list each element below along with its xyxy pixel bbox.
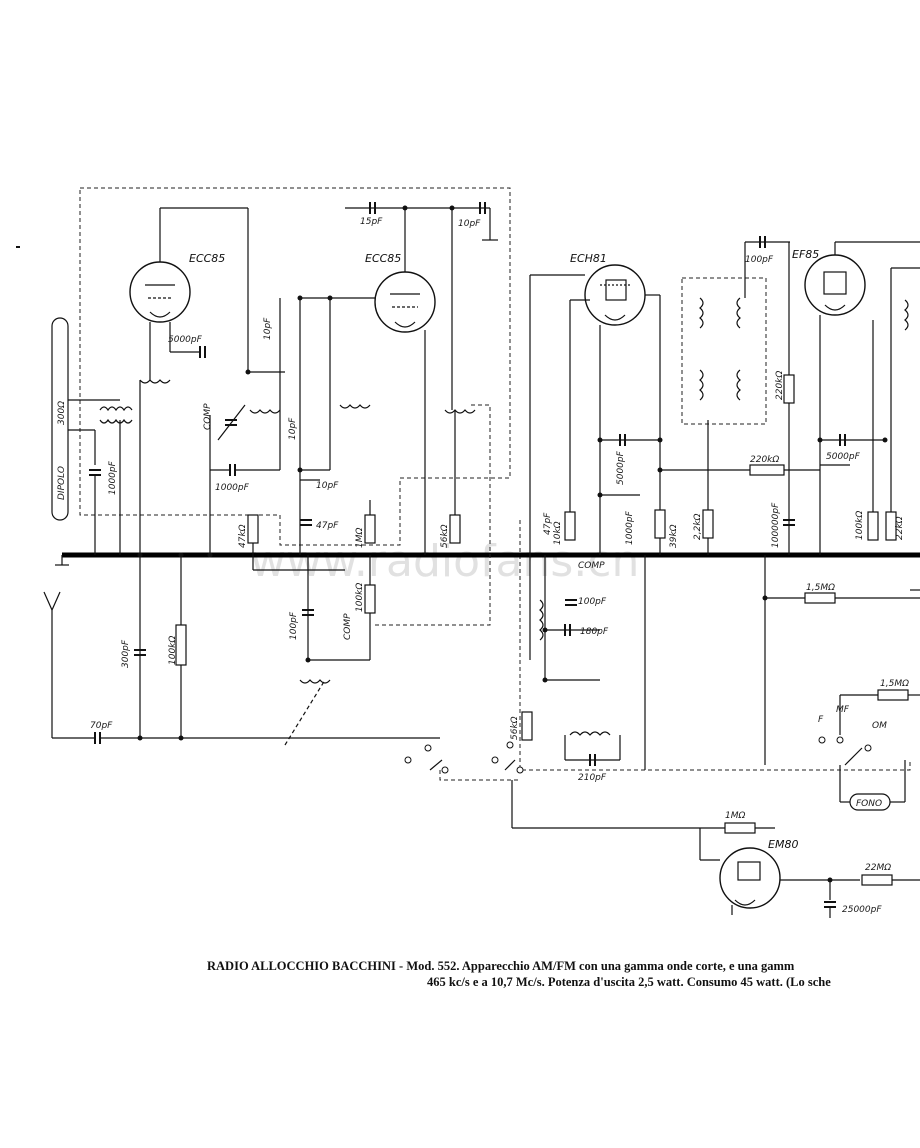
shield-outlines [79,187,911,781]
dipole-input [51,317,133,555]
junction-dots [137,205,888,883]
dipolo-label: DIPOLO [57,466,67,500]
c1000a-label: 1000pF [108,460,118,495]
r220ka-label: 220kΩ [775,371,785,400]
tube1-label: ECC85 [189,252,225,265]
comp2-label: COMP [343,613,353,640]
c180-label: 180pF [580,627,609,637]
c210-label: 210pF [578,773,607,783]
oscillator-section [521,555,646,770]
c10a-label: 10pF [263,317,273,340]
resistors-bus-row [247,409,476,571]
r100ka-label: 100kΩ [355,583,365,612]
c1000b-label: 1000pF [215,483,250,493]
swmf-label: MF [836,705,850,715]
c5000c-label: 5000pF [826,452,861,462]
c5000b-label: 5000pF [616,450,626,485]
c100c-label: 100pF [745,255,774,265]
r15ma-label: 1,5MΩ [806,583,835,593]
c10c-label: 10pF [316,481,339,491]
tube2-label: ECC85 [365,252,401,265]
r220kb-label: 220kΩ [750,455,779,465]
r39k-label: 39kΩ [669,524,679,548]
c10d-label: 10pF [458,219,481,229]
selector-switch [404,741,700,829]
tube-ecc85-2 [300,202,498,555]
c47-label: 47pF [316,521,339,531]
tube-ef85 [804,241,920,555]
stray-mark [16,246,20,248]
antenna-symbol [43,591,440,744]
caption-line-2: 465 kc/s e a 10,7 Mc/s. Potenza d'uscita… [427,975,831,989]
tube-ecc85-1 [129,207,249,555]
c100b-label: 100pF [578,597,607,607]
c5000a-label: 5000pF [168,335,203,345]
comp1-label: COMP [203,403,213,430]
fono-label: FONO [856,799,882,809]
r56kb-label: 56kΩ [510,716,520,740]
r15mb-label: 1,5MΩ [880,679,909,689]
caption-line-1: RADIO ALLOCCHIO BACCHINI - Mod. 552. App… [207,959,795,973]
c70-label: 70pF [90,721,113,731]
r22m-label: 22MΩ [865,863,891,873]
r22k-label: 2,2kΩ [693,513,703,540]
r10k-label: 10kΩ [553,521,563,545]
r56k-label: 56kΩ [440,524,450,548]
c15-label: 15pF [360,217,383,227]
swf-label: F [818,715,824,725]
comp3-label: COMP [578,561,605,571]
tube-ech81 [529,264,666,660]
rf-section [209,298,371,555]
lower-left-section [134,404,491,746]
r47k-label: 47kΩ [238,524,248,548]
r1mb-label: 1MΩ [725,811,745,821]
c100000-label: 100000pF [771,502,781,548]
if-transformers [660,236,820,555]
c25000-label: 25000pF [842,905,882,915]
tube-em80 [699,822,920,918]
swom-label: OM [872,721,887,731]
c47b-label: 47pF [543,512,553,535]
c10b-label: 10pF [288,417,298,440]
r100kc-label: 100kΩ [855,511,865,540]
schematic-caption: RADIO ALLOCCHIO BACCHINI - Mod. 552. App… [207,958,920,990]
tube4-label: EF85 [792,248,819,261]
c100a-label: 100pF [289,611,299,640]
right-lower-section [764,555,920,811]
ohm300-label: 300Ω [57,401,67,425]
ground-bus [55,552,920,566]
c1000c-label: 1000pF [625,510,635,545]
r22kb-label: 22kΩ [895,516,905,540]
r1m-label: 1MΩ [355,528,365,548]
r100kb-label: 100kΩ [168,636,178,665]
tube3-label: ECH81 [570,252,607,265]
c300-label: 300pF [121,639,131,668]
tube5-label: EM80 [768,838,798,851]
